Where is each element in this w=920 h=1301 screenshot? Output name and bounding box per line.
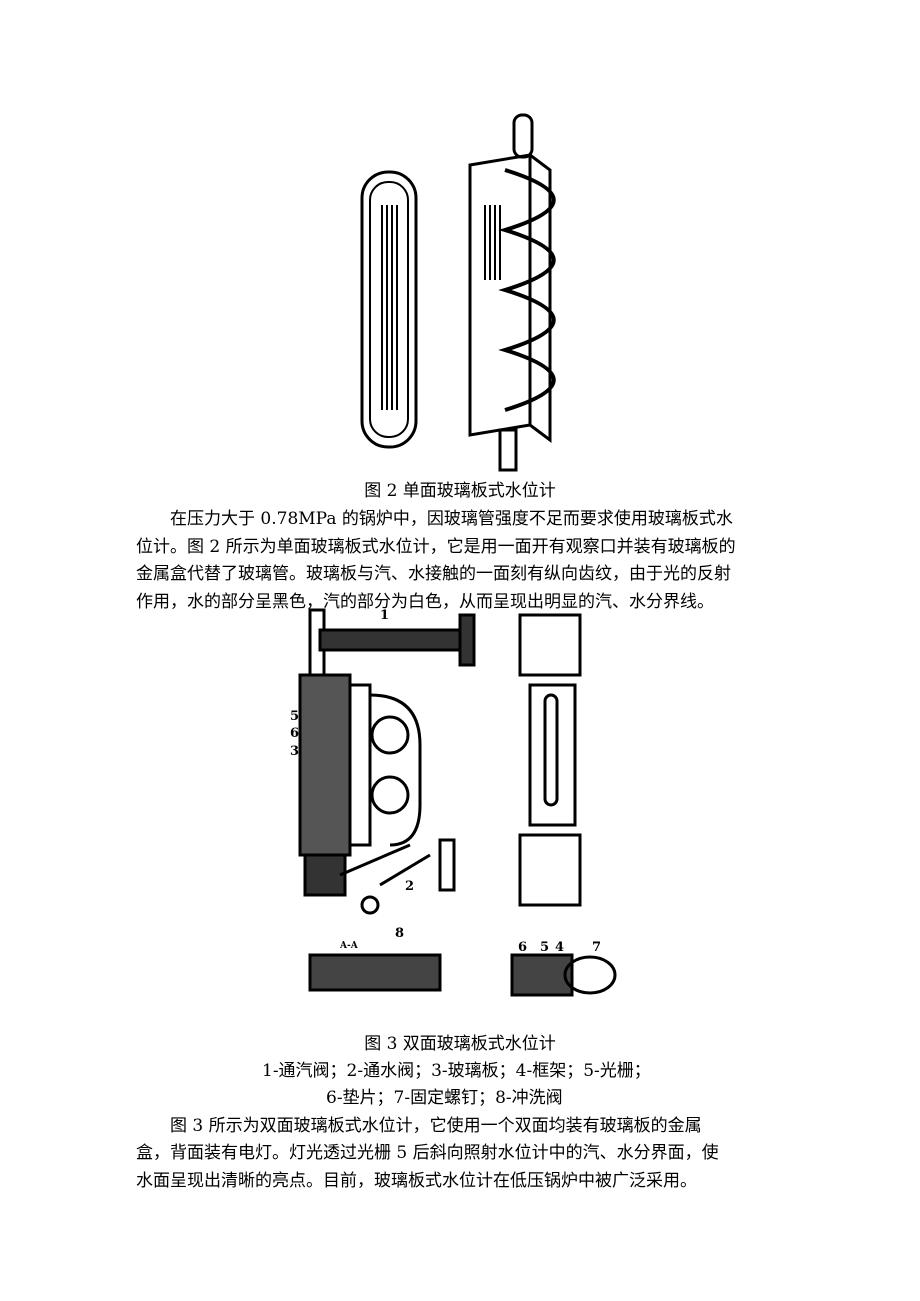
callout-label: 6 [290,726,299,741]
callout-label: 7 [592,940,601,955]
figure-3-legend-line: 1-通汽阀；2-通水阀；3-玻璃板；4-框架；5-光栅； [262,1061,651,1081]
figure-3-legend-line: 6-垫片；7-固定螺钉；8-冲洗阀 [326,1088,563,1108]
callout-label: 2 [405,879,414,894]
figure-3-caption: 图 3 双面玻璃板式水位计 [364,1034,556,1054]
paragraph-line: 金属盒代替了玻璃管。玻璃板与汽、水接触的一面刻有纵向齿纹，由于光的反射 [136,564,731,584]
callout-label: 4 [555,940,564,955]
paragraph-line: 位计。图 2 所示为单面玻璃板式水位计，它是用一面开有观察口并装有玻璃板的 [136,537,736,557]
callout-label: 1 [380,608,389,623]
callout-label: A-A [339,941,359,951]
callout-label: 3 [290,744,299,759]
callout-label: 5 [290,709,299,724]
figure-3-illustration: 1 5 6 3 2 8 A-A 6 5 4 7 [290,608,617,997]
figure-2-caption: 图 2 单面玻璃板式水位计 [364,481,556,501]
callout-label: 6 [518,940,527,955]
paragraph-line: 作用，水的部分呈黑色，汽的部分为白色，从而呈现出明显的汽、水分界线。 [136,592,714,612]
paragraph-line: 在压力大于 0.78MPa 的锅炉中，因玻璃管强度不足而要求使用玻璃板式水 [170,509,733,529]
paragraph-line: 盒，背面装有电灯。灯光透过光栅 5 后斜向照射水位计中的汽、水分界面，使 [136,1143,719,1163]
callout-label: 5 [540,940,549,955]
callout-label: 8 [395,926,404,941]
paragraph-line: 图 3 所示为双面玻璃板式水位计，它使用一个双面均装有玻璃板的金属 [170,1116,702,1136]
paragraph-line: 水面呈现出清晰的亮点。目前，玻璃板式水位计在低压锅炉中被广泛采用。 [136,1171,697,1191]
figure-2-illustration [360,113,556,472]
